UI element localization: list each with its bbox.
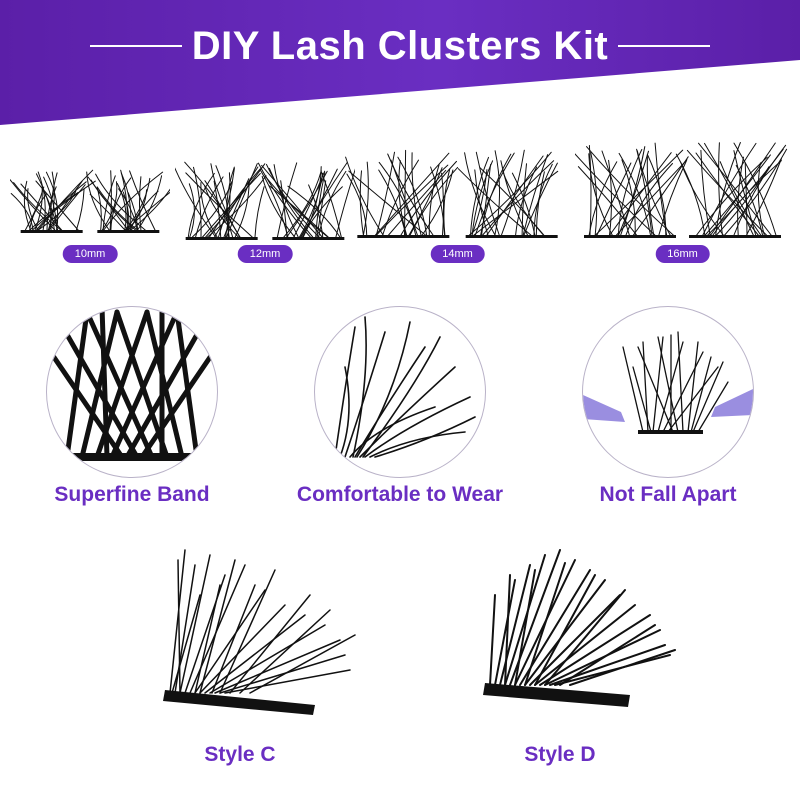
lash-cluster-image xyxy=(10,169,170,233)
length-12mm: 12mm xyxy=(175,140,355,265)
length-14mm: 14mm xyxy=(345,140,570,265)
feature-label: Superfine Band xyxy=(54,483,210,506)
length-options: 10mm 12mm 14mm 16mm xyxy=(0,140,800,265)
feature-label: Comfortable to Wear xyxy=(296,483,504,506)
lash-cluster-image xyxy=(575,142,788,238)
lash-cluster-image xyxy=(175,161,355,240)
title-row: DIY Lash Clusters Kit xyxy=(0,18,800,74)
lash-cluster-image xyxy=(345,149,559,238)
style-label: Style D xyxy=(524,743,596,766)
length-label: 12mm xyxy=(237,245,293,263)
feature-image-circle xyxy=(314,306,486,478)
length-label: 16mm xyxy=(655,245,710,263)
feature-image-circle xyxy=(46,306,218,478)
length-10mm: 10mm xyxy=(10,140,170,265)
style-d: Style D xyxy=(420,535,700,775)
feature-comfortable-to-wear: Comfortable to Wear xyxy=(280,300,520,515)
title-divider-left xyxy=(89,45,182,47)
comfortable-lash-closeup-image xyxy=(334,316,476,458)
style-label: Style C xyxy=(204,743,276,766)
superfine-band-closeup-image xyxy=(47,307,217,461)
style-c: Style C xyxy=(100,535,380,775)
feature-image-circle xyxy=(582,306,754,478)
feature-label: Not Fall Apart xyxy=(599,483,737,506)
feature-superfine-band: Superfine Band xyxy=(12,300,252,515)
feature-not-fall-apart: Not Fall Apart xyxy=(548,300,788,515)
length-label: 10mm xyxy=(62,245,118,263)
style-c-lash-image xyxy=(163,549,356,715)
length-16mm: 16mm xyxy=(575,140,790,265)
style-d-lash-image xyxy=(483,549,676,707)
title-divider-right xyxy=(618,45,711,47)
page-title: DIY Lash Clusters Kit xyxy=(191,23,609,68)
tweezer-holding-lash-image xyxy=(583,331,753,434)
length-label: 14mm xyxy=(430,245,485,263)
